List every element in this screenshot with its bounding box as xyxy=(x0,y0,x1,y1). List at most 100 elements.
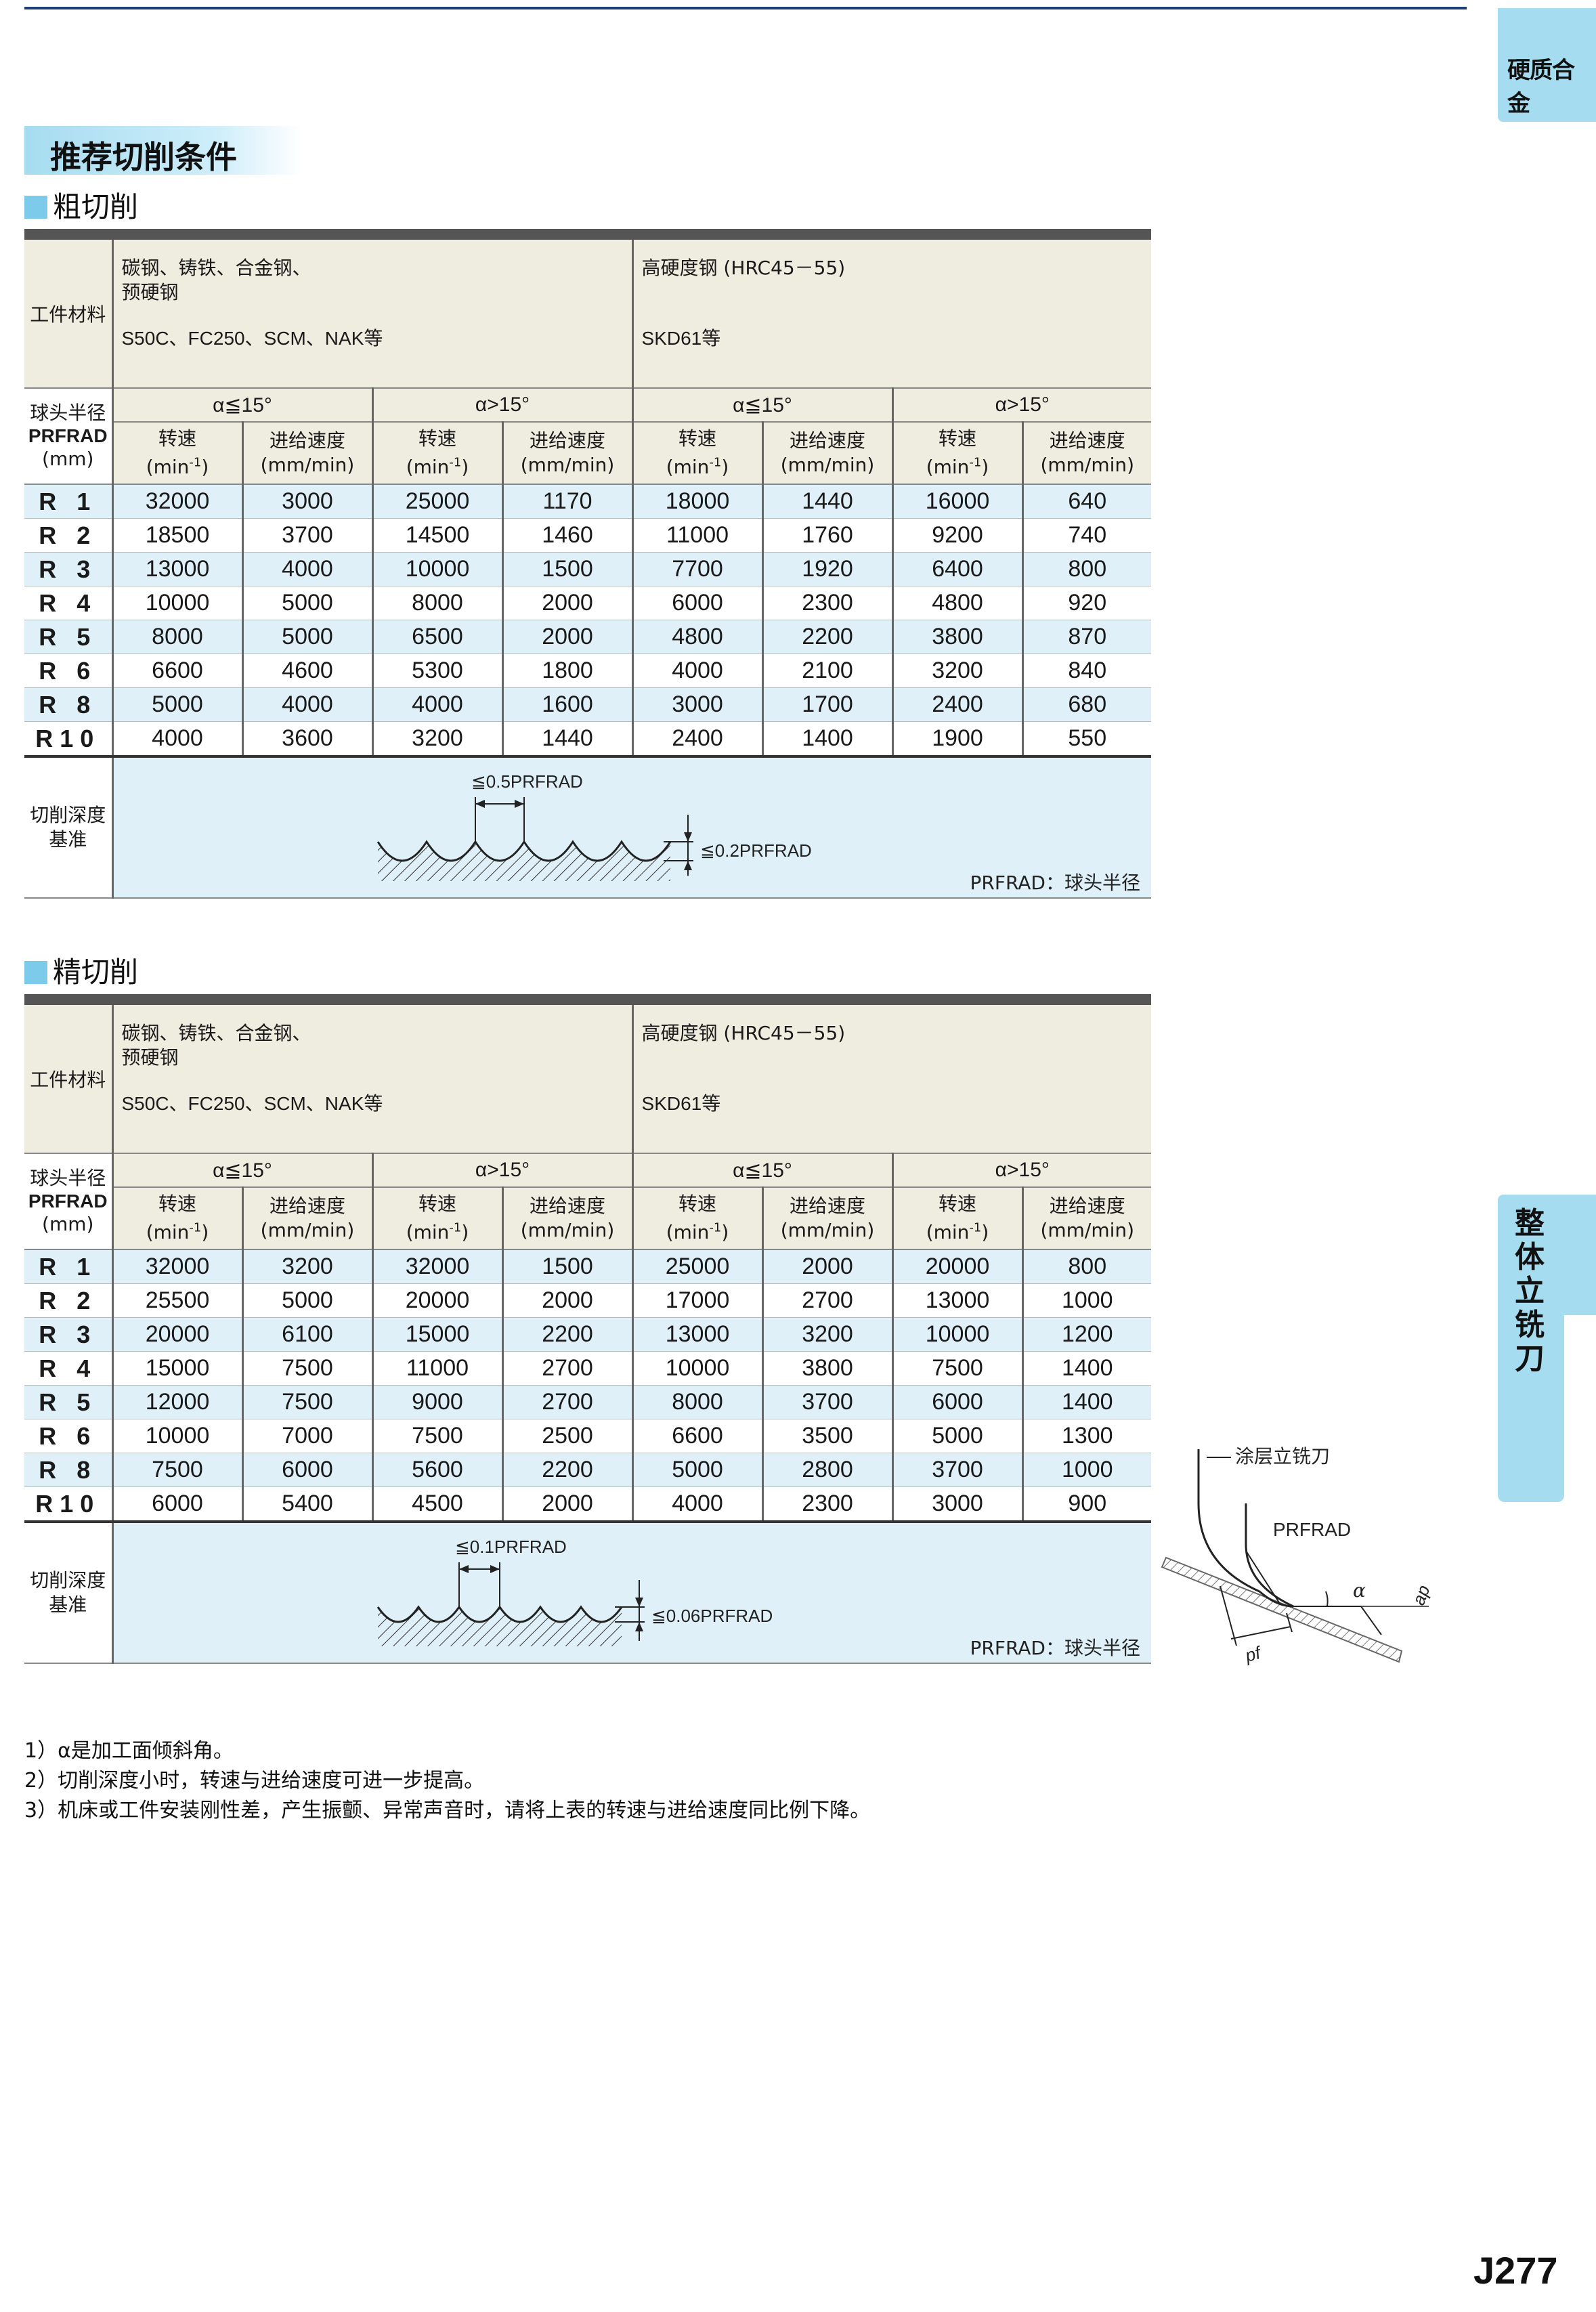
square-bullet-icon xyxy=(24,196,47,219)
feed-cell: 3500 xyxy=(762,1419,894,1453)
material-left-line1: 碳钢、铸铁、合金钢、 xyxy=(121,257,311,279)
feed-header: 进给速度(mm/min) xyxy=(242,1187,374,1250)
speed-header: 转速(min-1) xyxy=(632,422,764,485)
speed-cell: 6000 xyxy=(892,1385,1024,1419)
speed-cell: 20000 xyxy=(892,1249,1024,1284)
material-right-line1: 高硬度钢 (HRC45－55) xyxy=(641,257,846,279)
feed-cell: 2700 xyxy=(502,1351,634,1386)
speed-cell: 8000 xyxy=(372,586,504,620)
radius-cell: R 5 xyxy=(24,620,114,654)
feed-cell: 6100 xyxy=(242,1317,374,1352)
section-title-banner: 推荐切削条件 xyxy=(24,126,302,175)
feed-cell: 3200 xyxy=(242,1249,374,1284)
cut-depth-diagram-cell: ≦0.1PRFRAD ≦0.06PRFRAD PRFRAD：球头半径 xyxy=(112,1522,1152,1664)
pitch-label: ≦0.1PRFRAD xyxy=(455,1537,567,1557)
notes: 1）α是加工面倾斜角。 2）切削深度小时，转速与进给速度可进一步提高。 3）机床… xyxy=(24,1736,870,1826)
radius-cell: R10 xyxy=(24,721,114,758)
feed-cell: 1700 xyxy=(762,687,894,722)
material-right-grades: SKD61等 xyxy=(641,1093,721,1114)
speed-cell: 6600 xyxy=(632,1419,764,1453)
feed-cell: 2200 xyxy=(502,1453,634,1487)
speed-cell: 12000 xyxy=(112,1385,244,1419)
depth-label: ≦0.2PRFRAD xyxy=(700,840,812,861)
material-left-grades: S50C、FC250、SCM、NAK等 xyxy=(121,328,383,349)
feed-header: 进给速度(mm/min) xyxy=(1022,1187,1152,1250)
square-bullet-icon xyxy=(24,961,47,984)
feed-cell: 2000 xyxy=(502,586,634,620)
speed-cell: 13000 xyxy=(632,1317,764,1352)
workpiece-surface xyxy=(1161,1556,1403,1663)
feed-cell: 740 xyxy=(1022,518,1152,553)
feed-cell: 4000 xyxy=(242,687,374,722)
speed-cell: 7500 xyxy=(892,1351,1024,1386)
speed-header: 转速(min-1) xyxy=(112,422,244,485)
speed-cell: 5000 xyxy=(892,1419,1024,1453)
radius-cell: R 3 xyxy=(24,552,114,586)
feed-cell: 4600 xyxy=(242,654,374,688)
speed-cell: 14500 xyxy=(372,518,504,553)
angle-gt-header: α>15° xyxy=(372,1153,634,1188)
angle-le-header: α≦15° xyxy=(112,1153,374,1188)
speed-cell: 5000 xyxy=(632,1453,764,1487)
speed-cell: 4000 xyxy=(632,1486,764,1523)
speed-cell: 2400 xyxy=(892,687,1024,722)
feed-cell: 1400 xyxy=(1022,1385,1152,1419)
page-number: J277 xyxy=(1473,2249,1558,2292)
material-left-grades: S50C、FC250、SCM、NAK等 xyxy=(121,1093,383,1114)
speed-cell: 9000 xyxy=(372,1385,504,1419)
finish-heading: 精切削 xyxy=(24,949,138,991)
side-tab-solid-endmill[interactable] xyxy=(1498,1195,1596,1315)
prfrad-note: PRFRAD：球头半径 xyxy=(970,1637,1140,1659)
material-right: 高硬度钢 (HRC45－55) SKD61等 xyxy=(632,1005,1152,1154)
material-left: 碳钢、铸铁、合金钢、预硬钢 S50C、FC250、SCM、NAK等 xyxy=(112,240,634,389)
radius-cell: R 3 xyxy=(24,1317,114,1352)
angle-gt-header: α>15° xyxy=(372,388,634,423)
feed-cell: 1400 xyxy=(762,721,894,758)
cut-depth-diagram-cell: ≦0.5PRFRAD ≦0.2PRFRAD PRFRAD：球头半径 xyxy=(112,756,1152,899)
speed-cell: 15000 xyxy=(372,1317,504,1352)
speed-cell: 6000 xyxy=(632,586,764,620)
material-left: 碳钢、铸铁、合金钢、预硬钢 S50C、FC250、SCM、NAK等 xyxy=(112,1005,634,1154)
feed-header: 进给速度(mm/min) xyxy=(502,1187,634,1250)
angle-le-header: α≦15° xyxy=(632,1153,894,1188)
speed-cell: 5300 xyxy=(372,654,504,688)
feed-cell: 1440 xyxy=(502,721,634,758)
feed-header: 进给速度(mm/min) xyxy=(502,422,634,485)
radius-cell: R 6 xyxy=(24,654,114,688)
cutting-table: 工件材料 碳钢、铸铁、合金钢、预硬钢 S50C、FC250、SCM、NAK等 高… xyxy=(24,240,1152,899)
work-material-label: 工件材料 xyxy=(24,240,114,389)
feed-cell: 550 xyxy=(1022,721,1152,758)
feed-cell: 6000 xyxy=(242,1453,374,1487)
radius-cell: R 1 xyxy=(24,1249,114,1284)
tool-outline xyxy=(1245,1503,1294,1608)
speed-cell: 10000 xyxy=(372,552,504,586)
speed-cell: 16000 xyxy=(892,484,1024,519)
speed-header: 转速(min-1) xyxy=(372,422,504,485)
feed-cell: 7500 xyxy=(242,1385,374,1419)
speed-cell: 20000 xyxy=(112,1317,244,1352)
feed-cell: 1800 xyxy=(502,654,634,688)
feed-cell: 1920 xyxy=(762,552,894,586)
speed-cell: 32000 xyxy=(112,1249,244,1284)
feed-cell: 2100 xyxy=(762,654,894,688)
feed-header: 进给速度(mm/min) xyxy=(762,1187,894,1250)
angle-le-header: α≦15° xyxy=(112,388,374,423)
feed-cell: 840 xyxy=(1022,654,1152,688)
feed-cell: 2800 xyxy=(762,1453,894,1487)
radius-cell: R 6 xyxy=(24,1419,114,1453)
speed-cell: 8000 xyxy=(112,620,244,654)
speed-cell: 11000 xyxy=(372,1351,504,1386)
side-tab-carbide[interactable]: 硬质合金 xyxy=(1498,8,1596,122)
tool-geometry-figure: 涂层立铣刀 PRFRAD α ap pf xyxy=(1161,1445,1434,1666)
radius-cell: R 4 xyxy=(24,586,114,620)
speed-cell: 18500 xyxy=(112,518,244,553)
feed-cell: 920 xyxy=(1022,586,1152,620)
